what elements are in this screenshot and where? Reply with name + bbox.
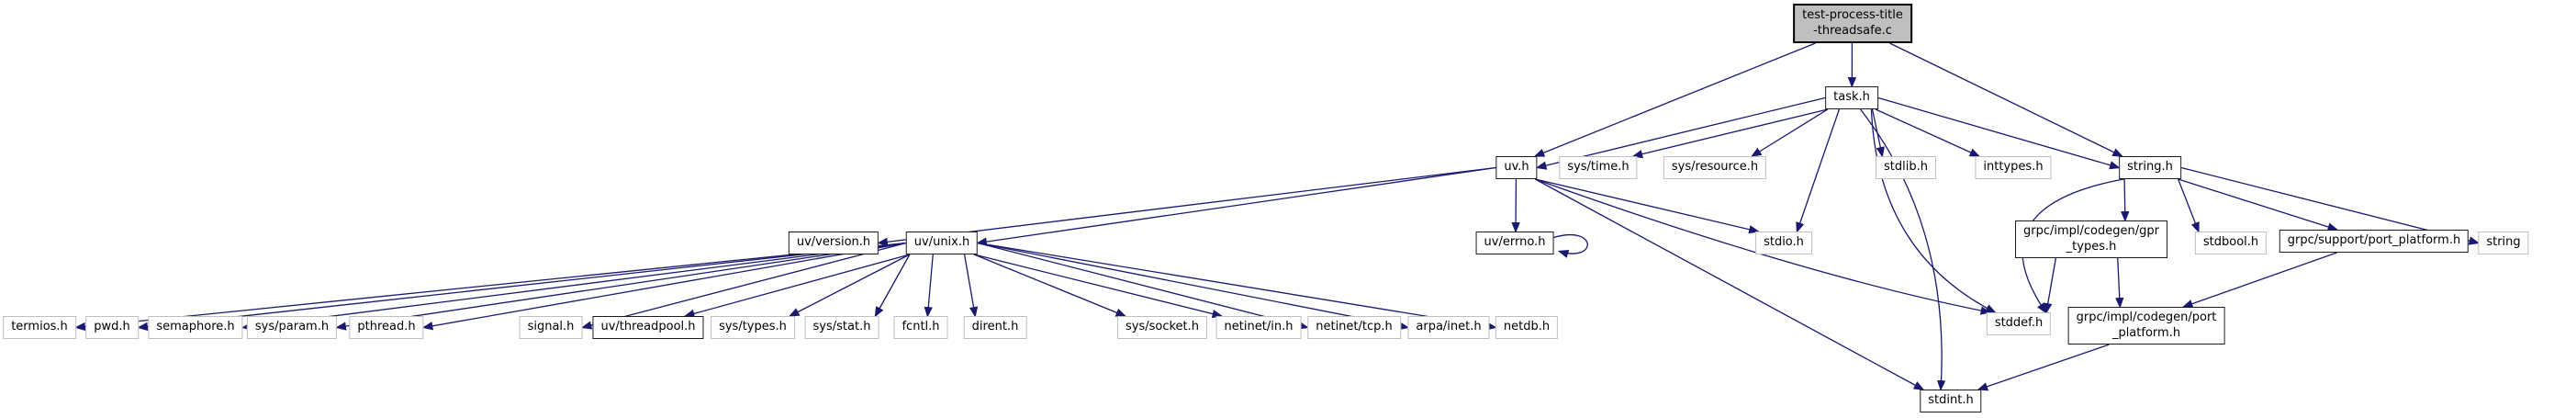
node-sys-param-h: sys/param.h: [246, 316, 338, 339]
node-grpc-impl-codegen-gpr-types-h[interactable]: grpc/impl/codegen/gpr _types.h: [2015, 220, 2167, 259]
node-netinet-tcp-h: netinet/tcp.h: [1307, 316, 1401, 339]
node-dirent-h: dirent.h: [963, 316, 1027, 339]
node-arpa-inet-h: arpa/inet.h: [1407, 316, 1490, 339]
node-signal-h: signal.h: [519, 316, 583, 339]
node-netdb-h: netdb.h: [1495, 316, 1559, 339]
node-stdio-h: stdio.h: [1755, 232, 1812, 254]
node-grpc-impl-codegen-port-platform-h[interactable]: grpc/impl/codegen/port _platform.h: [2067, 307, 2225, 345]
node-string-h[interactable]: string.h: [2119, 156, 2181, 179]
node-uv-h[interactable]: uv.h: [1495, 156, 1538, 179]
node-uv-unix-h[interactable]: uv/unix.h: [905, 232, 979, 254]
node-sys-resource-h: sys/resource.h: [1663, 156, 1767, 179]
node-pthread-h: pthread.h: [349, 316, 424, 339]
node-sys-types-h: sys/types.h: [711, 316, 795, 339]
node-sys-stat-h: sys/stat.h: [804, 316, 879, 339]
node-termios-h: termios.h: [3, 316, 76, 339]
node-test-process-title-threadsafe-c: test-process-title -threadsafe.c: [1793, 4, 1912, 44]
node-pwd-h: pwd.h: [85, 316, 139, 339]
node-netinet-in-h: netinet/in.h: [1215, 316, 1302, 339]
node-inttypes-h: inttypes.h: [1975, 156, 2052, 179]
node-task-h[interactable]: task.h: [1825, 86, 1878, 109]
node-stdlib-h: stdlib.h: [1876, 156, 1936, 179]
node-semaphore-h: semaphore.h: [148, 316, 243, 339]
node-uv-version-h[interactable]: uv/version.h: [788, 232, 879, 254]
node-sys-time-h: sys/time.h: [1559, 156, 1638, 179]
node-string: string: [2478, 232, 2529, 254]
node-uv-threadpool-h[interactable]: uv/threadpool.h: [592, 316, 704, 339]
node-stdint-h[interactable]: stdint.h: [1920, 390, 1982, 412]
node-uv-errno-h[interactable]: uv/errno.h: [1475, 232, 1554, 254]
node-sys-socket-h: sys/socket.h: [1116, 316, 1208, 339]
node-stddef-h: stddef.h: [1986, 312, 2052, 335]
node-fcntl-h: fcntl.h: [893, 316, 948, 339]
node-stdbool-h: stdbool.h: [2194, 232, 2268, 254]
node-grpc-support-port-platform-h[interactable]: grpc/support/port_platform.h: [2279, 230, 2470, 253]
